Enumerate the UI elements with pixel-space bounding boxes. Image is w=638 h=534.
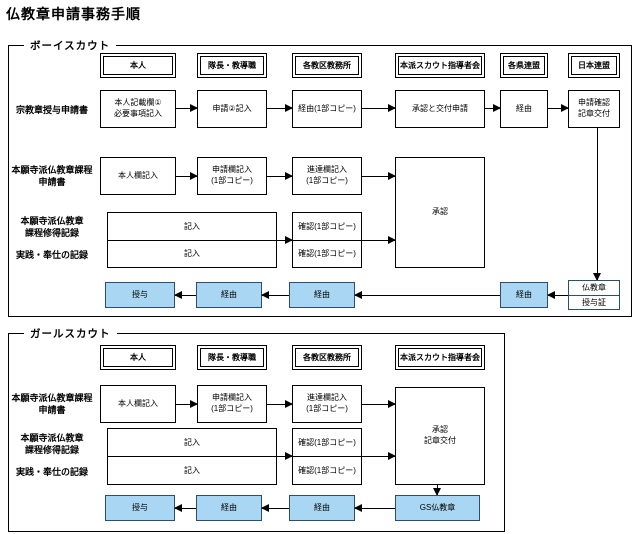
box-kakunin-jissen-gs: 確認(1部コピー) [298,466,356,475]
arrow-right-icon [176,104,198,112]
arrow-left-icon [174,504,196,512]
box-shinsei-kinyu: 申請②記入 [197,90,267,128]
arrow-left-icon [174,291,196,299]
arrow-right-icon [362,172,396,180]
header-honnin-label: 本人 [103,56,173,75]
arrow-right-icon [485,104,501,112]
header-kyomusho-gs: 各教区教務所 [292,345,362,370]
arrow-right-icon [176,172,198,180]
stack-kinyu: 記入 記入 [107,212,277,268]
box-shintatsuran-kinyu-gs: 進達欄記入 (1部コピー) [292,385,362,423]
box-kakunin-jissen: 確認(1部コピー) [298,249,356,259]
header-honnin-gs: 本人 [100,345,176,370]
box-keiyu-3: 経由 [500,282,548,308]
box-kinyu-jissen: 記入 [184,249,200,259]
row-label-shutoku-kiroku: 本願寺派仏教章 課程修得記録 [20,216,84,239]
cert-line1: 仏教章 [569,281,619,296]
cert-line2: 授与証 [582,297,606,307]
header-shidoshakai-gs: 本派スカウト指導者会 [395,345,485,370]
box-keiyu-2: 経由 [289,282,355,308]
box-shonin-kofu-shinsei: 承認と交付申請 [395,90,485,128]
header-honnin: 本人 [100,53,176,78]
box-kinyu-shutoku: 記入 [108,213,276,241]
row-label-shukyosho: 宗教章授与申請書 [15,105,88,115]
header-nihonrenmei-label: 日本連盟 [571,56,617,75]
box-juyo: 授与 [105,282,175,308]
group-girlscout [8,333,505,532]
arrow-left-icon [261,504,289,512]
box-keiyu-copy: 経由(1部コピー) [292,90,362,128]
header-honnin-gs-label: 本人 [103,348,173,367]
row-label-jissen-kiroku-gs: 実践・奉仕の記録 [15,467,88,477]
group-girlscout-label: ガールスカウト [24,326,117,341]
arrow-right-icon [277,452,293,460]
header-kyomusho: 各教区教務所 [292,53,362,78]
box-honninran-kinyu: 本人欄記入 [100,157,176,195]
arrow-down-icon [433,485,441,496]
box-kinyu-jissen-gs: 記入 [184,466,200,475]
box-shinseiran-kinyu-gs: 申請欄記入 (1部コピー) [197,385,267,423]
arrow-right-icon [362,452,396,460]
box-shonin-kofu-gs: 承認 記章交付 [395,387,485,485]
box-shinseiran-kinyu: 申請欄記入 (1部コピー) [197,157,267,195]
header-kenrenmei-label: 各県連盟 [503,56,545,75]
header-taicho-label: 隊長・教導職 [200,56,264,75]
arrow-right-icon [362,104,396,112]
arrow-left-icon [547,291,568,299]
box-keiyu-2-gs: 経由 [289,495,355,521]
box-kakunin-shutoku-gs: 確認(1部コピー) [293,429,361,457]
arrow-left-icon [354,504,395,512]
box-honnin-kisai: 本人記載欄① 必要事項記入 [100,90,176,128]
arrow-right-icon [267,172,293,180]
arrow-right-icon [277,236,293,244]
stack-kinyu-gs: 記入 記入 [107,428,277,485]
header-shidoshakai-gs-label: 本派スカウト指導者会 [398,348,482,367]
arrow-right-icon [362,236,396,244]
group-boyscout [8,45,632,317]
row-label-katei-shinseisho-gs: 本願寺派仏教章課程 申請書 [11,393,93,416]
row-label-jissen-kiroku: 実践・奉仕の記録 [15,250,88,260]
header-taicho-gs: 隊長・教導職 [197,345,267,370]
page-title: 仏教章申請事務手順 [6,6,141,22]
box-keiyu-1-gs: 経由 [196,495,262,521]
group-boyscout-label: ボーイスカウト [24,38,117,53]
arrow-right-icon [176,400,198,408]
box-kakunin-shutoku: 確認(1部コピー) [293,213,361,241]
box-bukkyosho-juyosho: 仏教章 授与証 [568,280,620,310]
box-kinyu-shutoku-gs: 記入 [108,429,276,457]
box-honninran-kinyu-gs: 本人欄記入 [100,385,176,423]
header-shidoshakai: 本派スカウト指導者会 [395,53,485,78]
arrow-left-icon [354,291,500,299]
box-juyo-gs: 授与 [105,495,175,521]
arrow-left-icon [261,291,289,299]
box-shonin: 承認 [395,157,485,268]
header-nihonrenmei: 日本連盟 [568,53,620,78]
box-keiyu-1: 経由 [196,282,262,308]
arrow-right-icon [267,400,293,408]
header-kyomusho-gs-label: 各教区教務所 [295,348,359,367]
header-taicho: 隊長・教導職 [197,53,267,78]
arrow-right-icon [548,104,569,112]
header-shidoshakai-label: 本派スカウト指導者会 [398,56,482,75]
header-taicho-gs-label: 隊長・教導職 [200,348,264,367]
row-label-shutoku-kiroku-gs: 本願寺派仏教章 課程修得記録 [20,433,84,456]
row-label-katei-shinseisho: 本願寺派仏教章課程 申請書 [11,165,93,188]
box-gs-bukkyosho: GS仏教章 [395,495,480,521]
header-kyomusho-label: 各教区教務所 [295,56,359,75]
header-kenrenmei: 各県連盟 [500,53,548,78]
arrow-down-icon [593,128,601,281]
box-shintatsuran-kinyu: 進達欄記入 (1部コピー) [292,157,362,195]
box-shinsei-kakunin: 申請確認 記章交付 [568,90,620,128]
arrow-right-icon [362,400,396,408]
arrow-right-icon [267,104,293,112]
box-keiyu-ken: 経由 [500,90,548,128]
stack-kakunin: 確認(1部コピー) 確認(1部コピー) [292,212,362,268]
stack-kakunin-gs: 確認(1部コピー) 確認(1部コピー) [292,428,362,485]
